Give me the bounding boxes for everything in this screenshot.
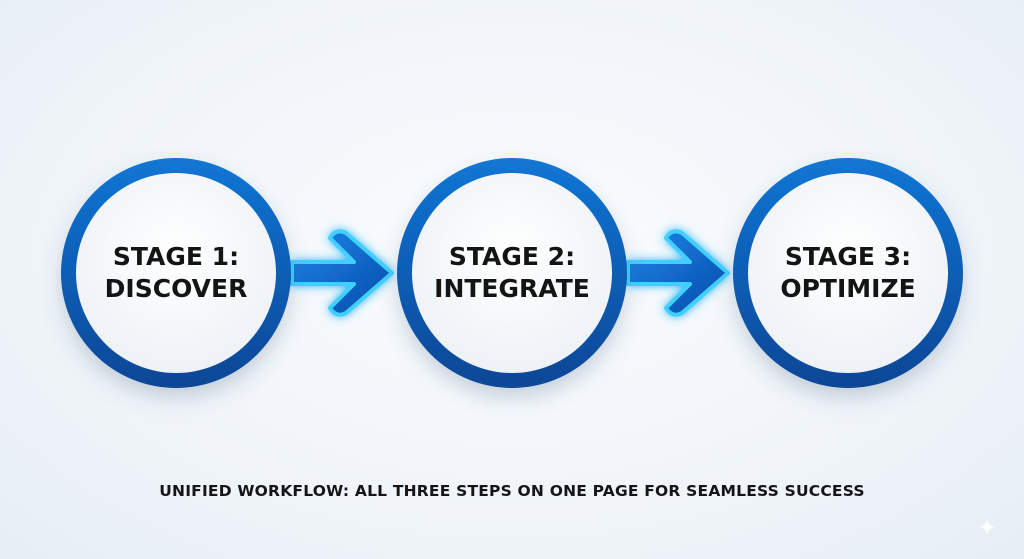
arrow-right-icon bbox=[290, 229, 394, 317]
stage-title: OPTIMIZE bbox=[780, 274, 916, 303]
stage-title: INTEGRATE bbox=[434, 274, 590, 303]
stage-2-label: STAGE 2: INTEGRATE bbox=[412, 173, 612, 373]
stage-number: STAGE 1: bbox=[112, 242, 240, 271]
stage-circle bbox=[61, 158, 291, 388]
stage-number: STAGE 3: bbox=[784, 242, 912, 271]
stage-number: STAGE 2: bbox=[448, 242, 576, 271]
stage-1-label: STAGE 1: DISCOVER bbox=[76, 173, 276, 373]
stage-3-label: STAGE 3: OPTIMIZE bbox=[748, 173, 948, 373]
caption: UNIFIED WORKFLOW: ALL THREE STEPS ON ONE… bbox=[159, 482, 865, 500]
stage-circle bbox=[733, 158, 963, 388]
arrow-right-icon bbox=[626, 229, 730, 317]
stage-title: DISCOVER bbox=[104, 274, 248, 303]
stage-circle bbox=[397, 158, 627, 388]
sparkle-icon: ✦ bbox=[978, 516, 997, 541]
